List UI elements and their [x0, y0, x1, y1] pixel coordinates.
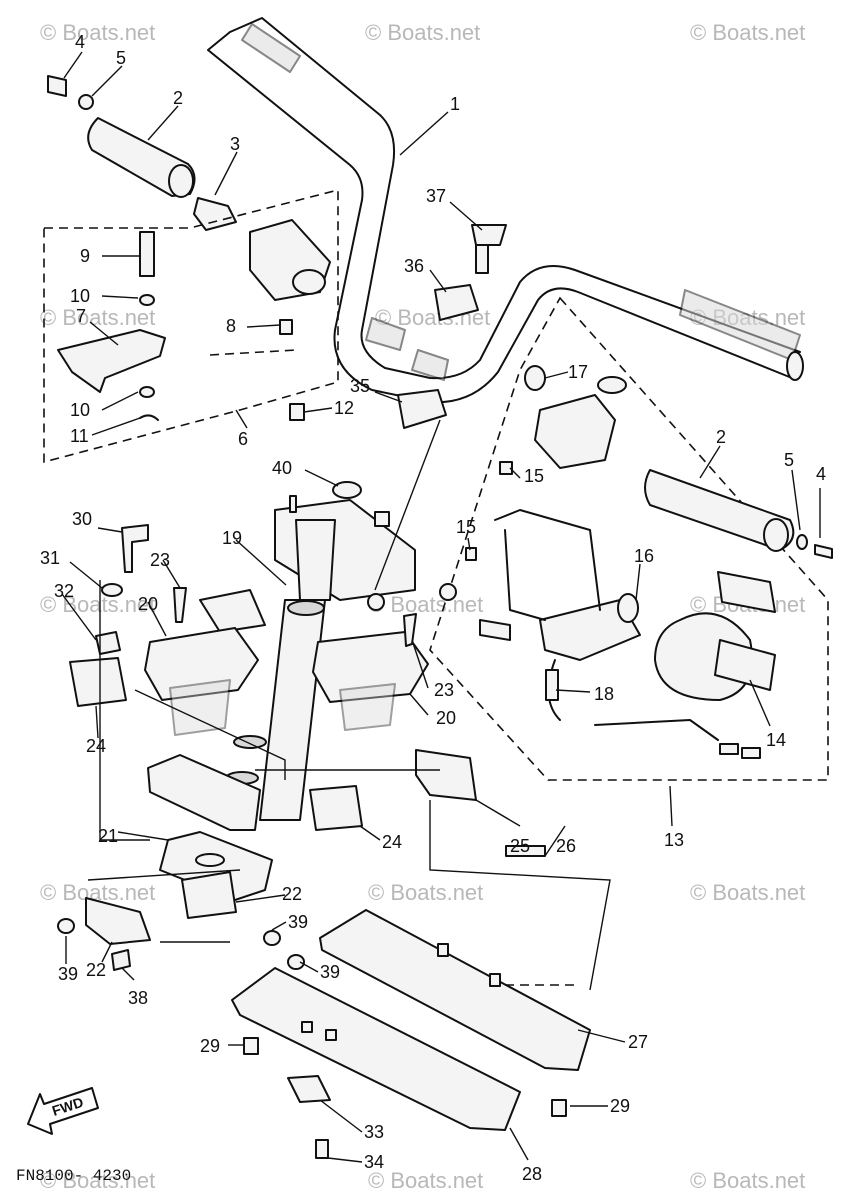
lower-plates [231, 909, 591, 1159]
figure-code: FN8100- 4230 [16, 1167, 131, 1185]
callout-6: 6 [238, 429, 248, 449]
callout-37: 37 [426, 186, 446, 206]
group-box-13 [429, 296, 829, 781]
handlebar [207, 17, 804, 404]
callout-5: 5 [116, 48, 126, 68]
callout-29: 29 [610, 1096, 630, 1116]
callout-2: 2 [716, 427, 726, 447]
callout-3: 3 [230, 134, 240, 154]
callout-39: 39 [58, 964, 78, 984]
callout-1: 1 [450, 94, 460, 114]
callout-24: 24 [382, 832, 402, 852]
callout-22: 22 [86, 960, 106, 980]
callout-33: 33 [364, 1122, 384, 1142]
callout-16: 16 [634, 546, 654, 566]
watermark: © Boats.net [40, 20, 155, 45]
group-box-link [209, 349, 297, 356]
callout-4: 4 [816, 464, 826, 484]
callout-12: 12 [334, 398, 354, 418]
callout-4: 4 [75, 32, 85, 52]
callout-38: 38 [128, 988, 148, 1008]
watermark: © Boats.net [690, 20, 805, 45]
watermark: © Boats.net [368, 1168, 483, 1193]
assembly-lines [87, 419, 611, 991]
callout-21: 21 [98, 826, 118, 846]
callout-36: 36 [404, 256, 424, 276]
callout-27: 27 [628, 1032, 648, 1052]
callout-15: 15 [524, 466, 544, 486]
callout-35: 35 [350, 376, 370, 396]
callout-10: 10 [70, 286, 90, 306]
steering-column [147, 224, 507, 831]
watermark: © Boats.net [368, 880, 483, 905]
callout-10: 10 [70, 400, 90, 420]
watermark: © Boats.net [40, 592, 155, 617]
callout-2: 2 [173, 88, 183, 108]
callout-28: 28 [522, 1164, 542, 1184]
callout-8: 8 [226, 316, 236, 336]
callout-7: 7 [76, 306, 86, 326]
callout-40: 40 [272, 458, 292, 478]
callout-31: 31 [40, 548, 60, 568]
callout-26: 26 [556, 836, 576, 856]
callout-5: 5 [784, 450, 794, 470]
callout-30: 30 [72, 509, 92, 529]
callout-23: 23 [434, 680, 454, 700]
watermark: © Boats.net [40, 305, 155, 330]
callout-24: 24 [86, 736, 106, 756]
callout-19: 19 [222, 528, 242, 548]
left-grip-assembly [47, 75, 331, 421]
callout-11: 11 [70, 426, 89, 446]
lower-brackets [57, 749, 546, 971]
watermark: © Boats.net [365, 20, 480, 45]
fwd-arrow: FWD [27, 1087, 99, 1135]
callout-15: 15 [456, 517, 476, 537]
callout-labels: 1 2 2 3 4 4 5 5 6 7 8 9 10 10 11 12 13 1… [40, 32, 826, 1184]
callout-20: 20 [138, 594, 158, 614]
callout-17: 17 [568, 362, 588, 382]
callout-25: 25 [510, 836, 530, 856]
callout-29: 29 [200, 1036, 220, 1056]
clamp-blocks [69, 524, 429, 831]
fwd-label: FWD [50, 1094, 85, 1119]
watermark: © Boats.net [40, 1168, 155, 1193]
callout-18: 18 [594, 684, 614, 704]
callout-9: 9 [80, 246, 90, 266]
callout-34: 34 [364, 1152, 384, 1172]
callout-23: 23 [150, 550, 170, 570]
watermark: © Boats.net [690, 880, 805, 905]
group-box-6 [43, 188, 339, 464]
callout-leaders [61, 51, 821, 1163]
callout-32: 32 [54, 581, 74, 601]
watermark: © Boats.net [368, 592, 483, 617]
callout-39: 39 [320, 962, 340, 982]
callout-39: 39 [288, 912, 308, 932]
callout-13: 13 [664, 830, 684, 850]
callout-14: 14 [766, 730, 786, 750]
callout-20: 20 [436, 708, 456, 728]
watermarks: © Boats.net © Boats.net © Boats.net © Bo… [40, 20, 805, 1193]
right-switch-assembly [439, 365, 833, 759]
callout-22: 22 [282, 884, 302, 904]
watermark: © Boats.net [690, 1168, 805, 1193]
